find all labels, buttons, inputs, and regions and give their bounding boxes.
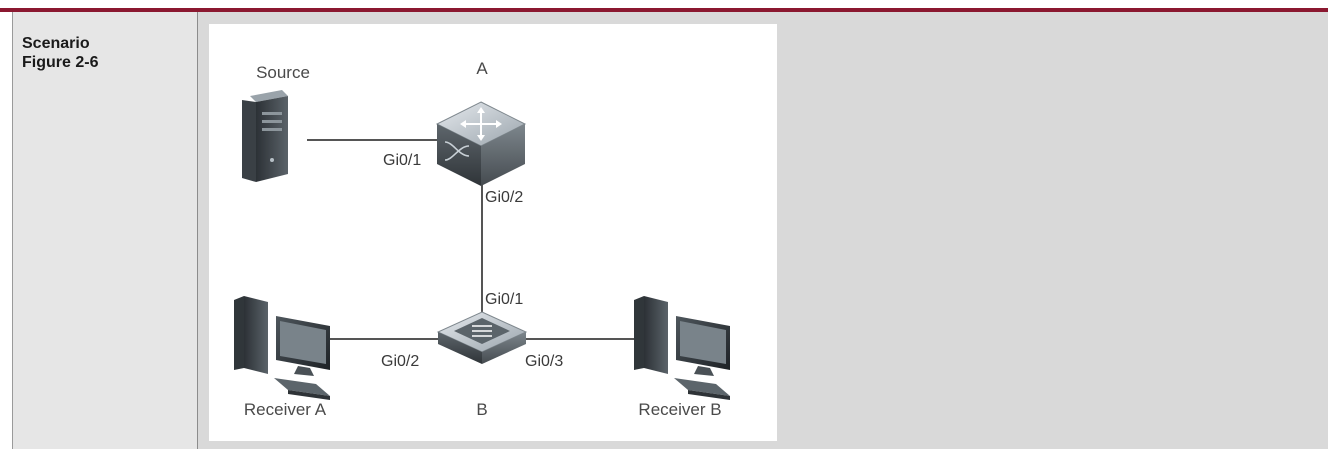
port-labels: Gi0/1 Gi0/2 Gi0/1 Gi0/2 Gi0/3	[381, 152, 563, 370]
label-cell	[12, 12, 197, 449]
port-label-b-gi0-2: Gi0/2	[381, 353, 419, 370]
port-label-a-gi0-2: Gi0/2	[485, 189, 523, 206]
receiver-b-label: Receiver B	[638, 400, 721, 419]
figure-panel: Source	[209, 24, 777, 441]
switch-a-label: A	[476, 59, 488, 78]
switch-a-node: A	[435, 59, 527, 186]
links	[307, 139, 641, 340]
receiver-a-label: Receiver A	[244, 400, 327, 419]
layer2-switch-icon	[436, 311, 528, 364]
network-topology-diagram: Source	[234, 59, 730, 419]
top-rule	[0, 8, 1328, 12]
switch-b-label: B	[476, 400, 487, 419]
column-divider	[197, 12, 198, 449]
figure-label: Figure 2-6	[22, 54, 99, 71]
desktop-pc-icon	[634, 296, 730, 400]
desktop-pc-icon	[234, 296, 330, 400]
row-heading: Scenario	[22, 35, 90, 52]
source-node: Source	[242, 63, 310, 182]
port-label-a-gi0-1: Gi0/1	[383, 152, 421, 169]
receiver-b-node: Receiver B	[634, 296, 730, 419]
receiver-a-node: Receiver A	[234, 296, 330, 419]
server-icon	[242, 90, 288, 182]
source-label: Source	[256, 63, 310, 82]
port-label-b-gi0-1: Gi0/1	[485, 291, 523, 308]
switch-b-node: B	[436, 311, 528, 419]
port-label-b-gi0-3: Gi0/3	[525, 353, 563, 370]
layer3-switch-icon	[435, 101, 527, 186]
left-border	[12, 12, 13, 449]
